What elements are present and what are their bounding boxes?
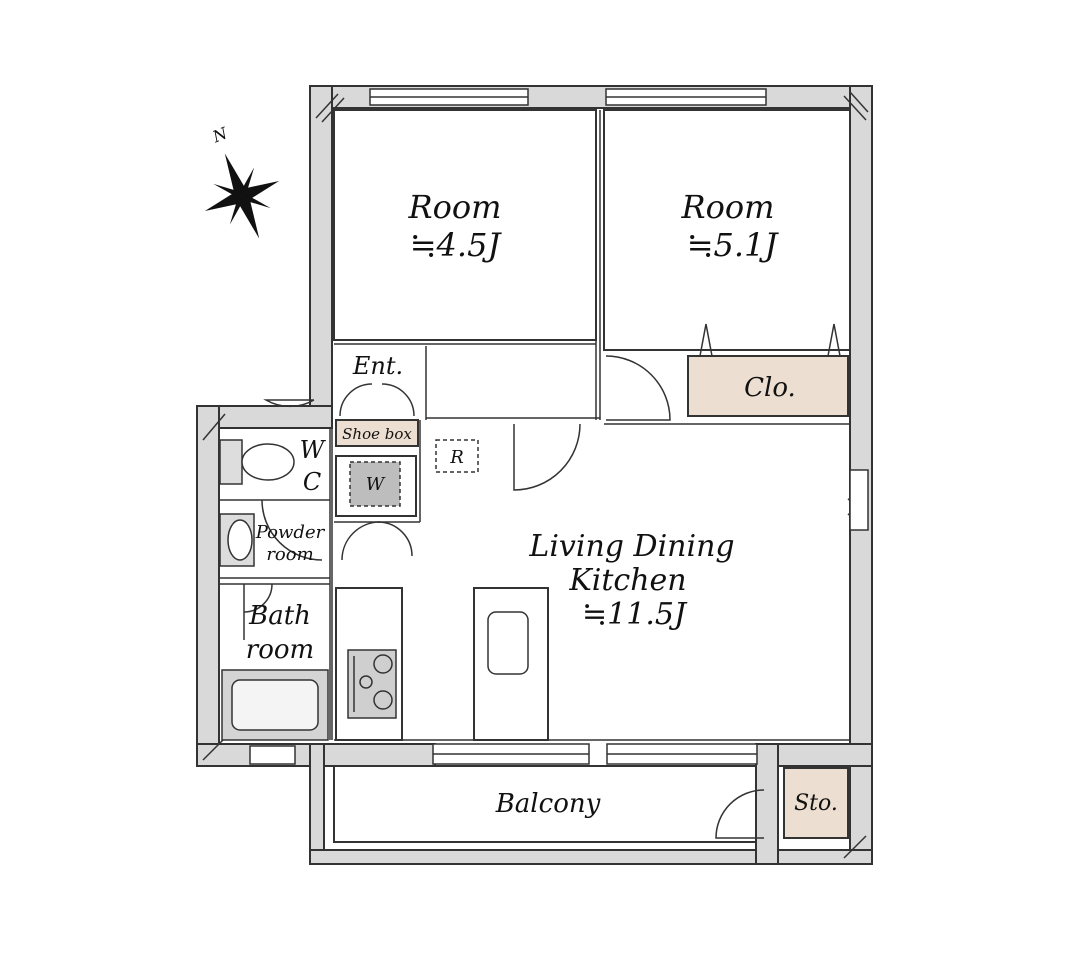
interior-partitions [331,110,850,741]
ldk-line1: Living Dining [528,529,734,564]
storage-label: Sto. [794,791,838,816]
bath-line1: Bath [248,601,311,631]
exterior-walls [196,85,873,865]
room-5-1j [603,109,851,351]
closet-label: Clo. [744,373,796,403]
room2-name: Room [681,188,775,226]
room1-size: ≒4.5J [410,226,503,264]
balcony [333,765,757,843]
ldk-size: ≒11.5J [582,597,688,632]
closet [687,355,849,417]
room-4-5j [333,109,597,341]
compass-north-label: N [209,123,231,147]
balcony-label: Balcony [495,789,601,819]
ldk-line2: Kitchen [568,563,686,598]
sink [487,611,529,675]
fridge-label: R [449,447,464,468]
room2-size: ≒5.1J [687,226,780,264]
entrance-label: Ent. [352,352,403,380]
fridge-space [435,439,479,473]
powder-line1: Powder [255,522,326,543]
shoe-box [335,419,419,447]
room1-name: Room [408,188,502,226]
wc-line2: C [303,468,321,496]
storage [783,767,849,839]
washer-label: W [366,474,386,495]
shoe-box-label: Shoe box [342,425,412,443]
bathtub [221,669,329,741]
washbasin [219,513,255,567]
compass-icon [204,153,280,239]
windows [249,88,869,765]
powder-line2: room [266,544,313,565]
wc-line1: W [300,436,327,464]
toilet [219,439,295,485]
washer [349,461,401,507]
bath-line2: room [246,635,314,665]
wet-area [220,427,331,740]
